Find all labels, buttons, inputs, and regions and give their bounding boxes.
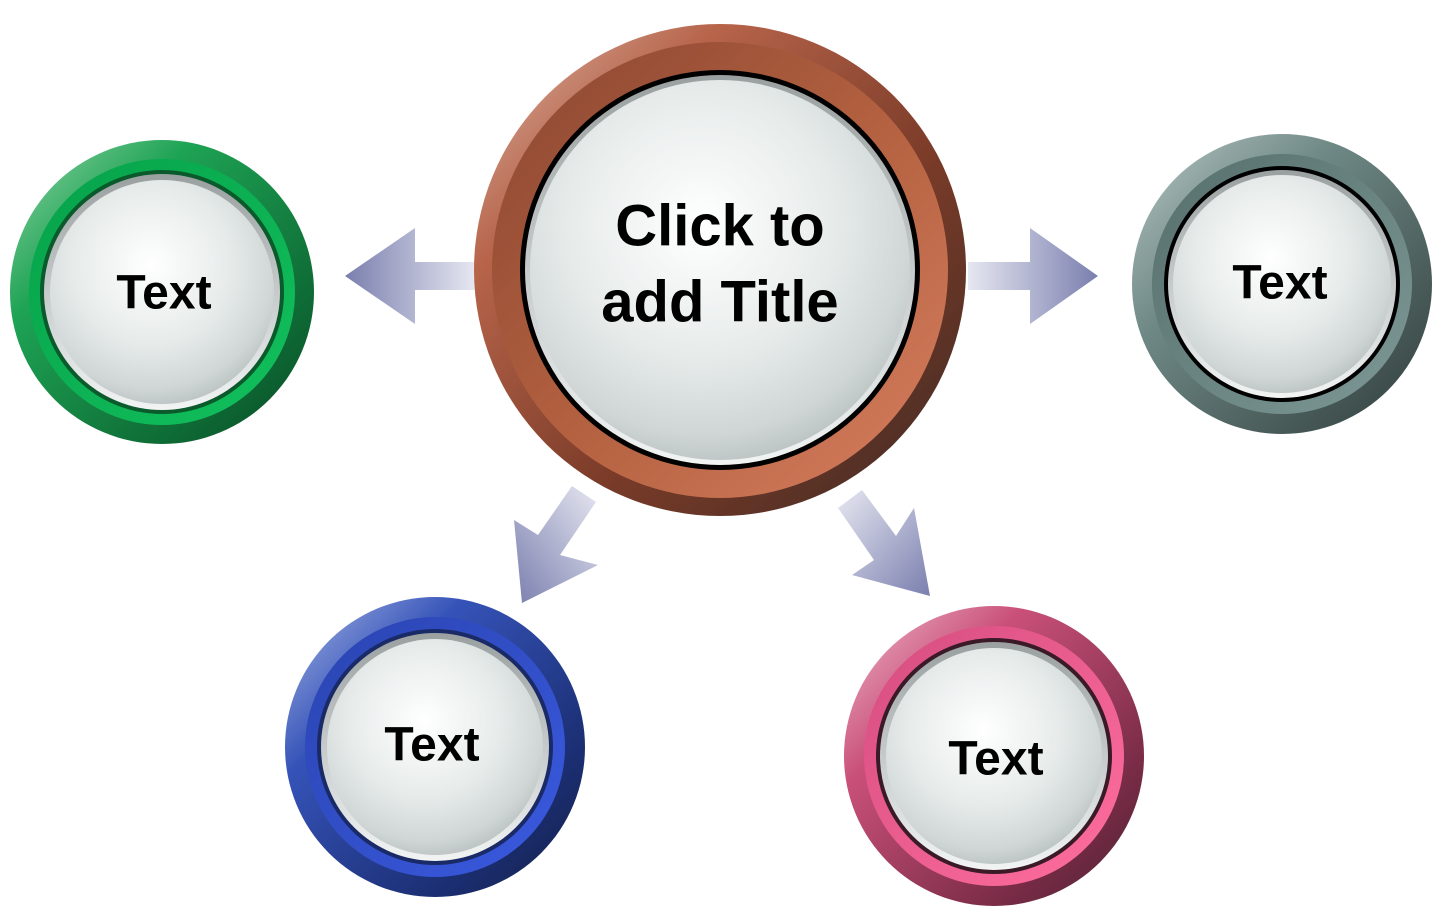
arrow-down-right-icon (838, 490, 930, 596)
node-gray-label: Text (1232, 257, 1327, 310)
node-gray[interactable]: Text (1132, 134, 1432, 434)
center-title-line2: add Title (601, 269, 838, 334)
node-blue-label: Text (384, 719, 479, 772)
node-pink-label: Text (948, 733, 1043, 786)
center-node[interactable]: Click to add Title (474, 24, 966, 516)
node-green-label: Text (116, 267, 211, 320)
arrow-down-left-icon (514, 486, 598, 603)
center-title-line1: Click to (615, 193, 825, 258)
node-green[interactable]: Text (10, 140, 314, 444)
node-pink[interactable]: Text (844, 606, 1144, 906)
arrow-left-icon (345, 228, 475, 324)
arrow-right-icon (968, 228, 1098, 324)
node-blue[interactable]: Text (285, 597, 585, 897)
